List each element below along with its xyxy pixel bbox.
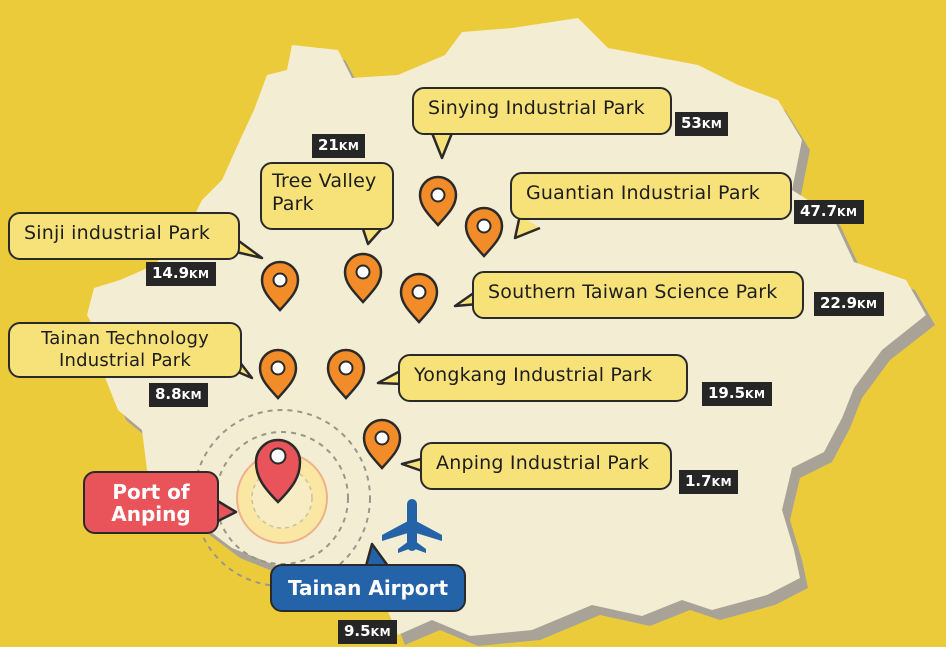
park-callout-sinying: Sinying Industrial Park xyxy=(412,87,672,135)
port-callout: Port of Anping xyxy=(83,471,219,534)
airplane-icon xyxy=(382,499,442,553)
distance-tag-sinji: 14.9KM xyxy=(146,262,216,286)
park-label: Guantian Industrial Park xyxy=(526,182,760,204)
distance-tag-airport: 9.5KM xyxy=(338,620,398,644)
park-callout-tainan-technology: Tainan Technology Industrial Park xyxy=(8,322,242,378)
park-label: Yongkang Industrial Park xyxy=(414,364,653,386)
park-label: Anping Industrial Park xyxy=(436,452,650,474)
distance-tag-tree-valley: 21KM xyxy=(312,134,366,158)
distance-tag-sinying: 53KM xyxy=(675,112,729,136)
park-label: Tree Valley Park xyxy=(272,170,377,215)
park-label: Tainan Technology Industrial Park xyxy=(41,328,209,371)
port-pin-icon[interactable] xyxy=(254,438,302,504)
distance-tag-tainan-technology: 8.8KM xyxy=(149,383,209,407)
distance-tag-anping: 1.7KM xyxy=(679,470,739,494)
airport-label: Tainan Airport xyxy=(287,576,449,600)
park-label: Sinji industrial Park xyxy=(24,222,211,244)
park-callout-yongkang: Yongkang Industrial Park xyxy=(398,354,688,402)
park-label: Southern Taiwan Science Park xyxy=(488,281,778,303)
callout-tails xyxy=(231,127,541,474)
park-callout-sinji: Sinji industrial Park xyxy=(8,212,240,260)
distance-tag-yongkang: 19.5KM xyxy=(702,382,772,406)
port-callout-tail xyxy=(215,498,238,524)
distance-tag-southern-taiwan-science: 22.9KM xyxy=(814,292,884,316)
park-callout-tree-valley: Tree Valley Park xyxy=(260,162,394,230)
port-label: Port of Anping xyxy=(111,480,191,526)
airport-callout: Tainan Airport xyxy=(270,564,466,612)
park-label: Sinying Industrial Park xyxy=(428,97,645,119)
park-callout-anping: Anping Industrial Park xyxy=(420,442,672,490)
park-callout-southern-taiwan-science: Southern Taiwan Science Park xyxy=(472,271,804,319)
airport-callout-tail xyxy=(364,542,390,567)
distance-tag-guantian: 47.7KM xyxy=(794,200,864,224)
park-callout-guantian: Guantian Industrial Park xyxy=(510,172,792,220)
